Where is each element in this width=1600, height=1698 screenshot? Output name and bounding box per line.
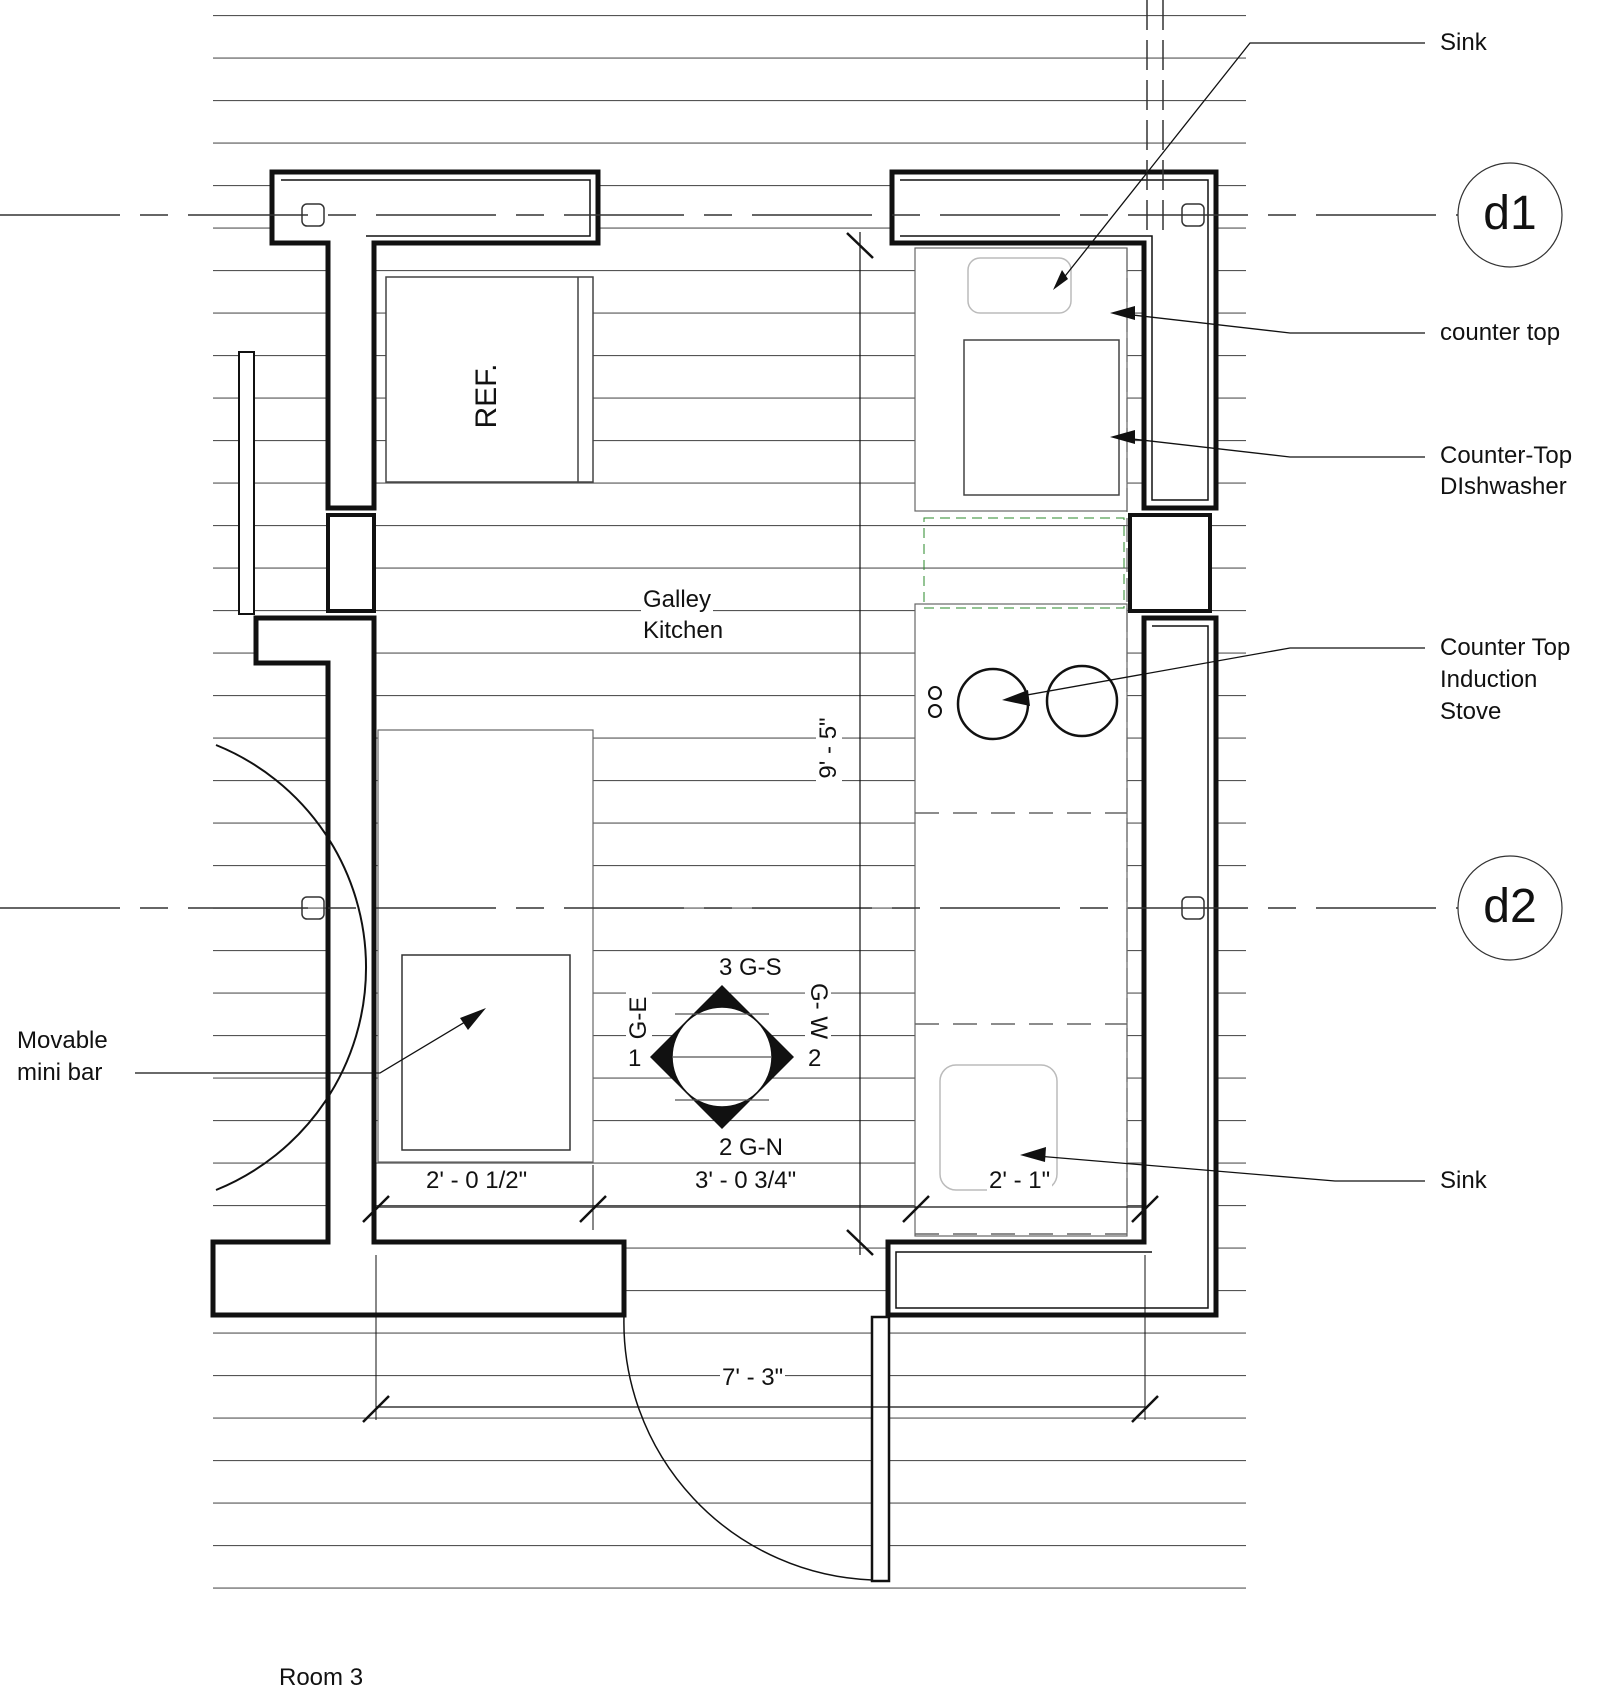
elevation-marker-left-num: 1 <box>626 1045 644 1072</box>
elevation-marker-bottom: 2 G-N <box>717 1134 786 1161</box>
elevation-marker-icon <box>650 985 794 1129</box>
dimension-left-width: 2' - 0 1/2" <box>424 1167 530 1194</box>
elevation-marker-right-num: 2 <box>806 1045 824 1072</box>
callout-dishwasher-line2: DIshwasher <box>1440 473 1567 500</box>
grid-tag-d2: d2 <box>1483 880 1537 933</box>
dimension-middle-width: 3' - 0 3/4" <box>693 1167 799 1194</box>
elevation-marker-right-text: G- W <box>805 974 832 1048</box>
callout-stove-line2: Induction <box>1440 666 1538 693</box>
callout-minibar-line1: Movable <box>17 1027 108 1054</box>
elevation-marker-left-text: G-E <box>625 991 652 1045</box>
room-name-line2: Kitchen <box>641 615 726 647</box>
fixtures <box>401 248 1128 1235</box>
door-swings <box>215 744 891 1583</box>
appliance-footprints <box>377 247 1128 1237</box>
leader-arrowheads <box>460 270 1135 1162</box>
grid-tag-d1: d1 <box>1483 187 1537 240</box>
callout-sink-top: Sink <box>1440 29 1487 56</box>
dimension-overall-width: 7' - 3" <box>720 1364 786 1391</box>
elevation-marker-top: 3 G-S <box>717 954 784 981</box>
walls <box>210 169 1219 1318</box>
refrigerator-label: REF. <box>470 363 503 429</box>
drawing-title: Room 3 <box>279 1664 364 1691</box>
dimension-overall-length: 9' - 5" <box>815 706 842 790</box>
leader-lines <box>135 42 1425 1182</box>
dimension-lines <box>362 232 1159 1423</box>
room-name-line1: Galley <box>641 584 714 616</box>
callout-counter-top: counter top <box>1440 319 1561 346</box>
callout-dishwasher-line1: Counter-Top <box>1440 442 1573 469</box>
dimension-right-width: 2' - 1" <box>987 1167 1053 1194</box>
grid-lines <box>0 0 1563 961</box>
callout-stove-line3: Stove <box>1440 698 1502 725</box>
callout-minibar-line2: mini bar <box>17 1059 103 1086</box>
callout-sink-bottom: Sink <box>1440 1167 1487 1194</box>
callout-stove-line1: Counter Top <box>1440 634 1571 661</box>
